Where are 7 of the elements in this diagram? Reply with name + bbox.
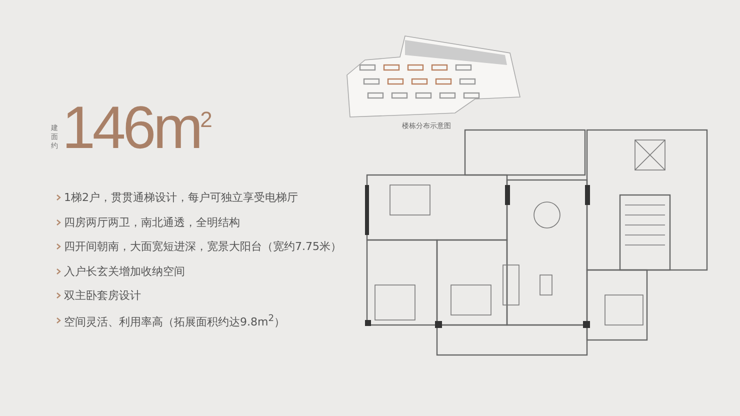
- feature-text: 四开间朝南，大面宽短进深，宽景大阳台（宽约7.75米）: [64, 239, 342, 254]
- feature-text: 四房两厅两卫，南北通透，全明结构: [64, 214, 240, 230]
- feature-text: 空间灵活、利用率高（拓展面积约达9.8m$^{2}$）: [64, 312, 286, 330]
- feature-text: 入户长玄关增加收纳空间: [64, 264, 185, 278]
- feature-text: 1梯2户，贯贯通梯设计，每户可独立享受电梯厅: [64, 190, 298, 205]
- feature-text: 双主卧套房设计: [64, 288, 141, 303]
- area-heading: 146m$^{2}$: [62, 93, 210, 158]
